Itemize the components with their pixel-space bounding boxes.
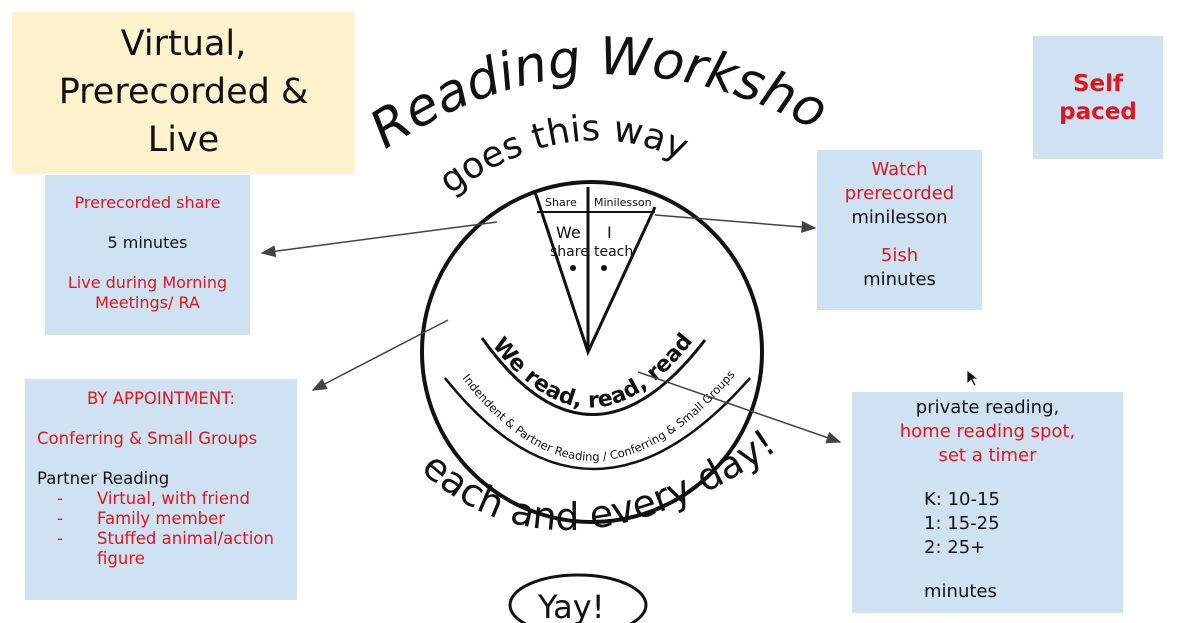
minilesson-note: Watch prerecorded minilesson 5ish minute…	[817, 150, 982, 310]
arrow-minilesson	[654, 214, 817, 233]
list-item: -Virtual, with friend	[57, 489, 250, 508]
partner-reading-label: Partner Reading	[37, 469, 170, 488]
list-item: -Stuffed animal/action figure	[57, 529, 274, 568]
yay-oval	[508, 573, 648, 623]
inner-ring-lower	[444, 377, 751, 471]
share-note: Prerecorded share 5 minutes Live during …	[45, 175, 250, 335]
minilesson-duration: 5ish	[880, 245, 919, 266]
outer-circle	[420, 180, 764, 524]
minilesson-duration-unit: minutes	[863, 269, 936, 290]
bottom-text: each and every day!	[414, 420, 783, 539]
minilesson-line: minilesson	[851, 207, 948, 228]
minilesson-label: Minilesson	[594, 196, 652, 209]
self-paced-line: Self	[1072, 71, 1124, 97]
arrow-appointment	[311, 319, 449, 391]
list-item: -Family member	[57, 509, 226, 528]
grade-level: 2: 25+	[924, 537, 986, 558]
share-live-line: Live during Morning	[67, 273, 228, 292]
dot-right	[601, 265, 607, 271]
dash-marker: -	[57, 529, 63, 548]
dash-marker: -	[57, 509, 63, 528]
appointment-note: BY APPOINTMENT: Conferring & Small Group…	[25, 379, 297, 600]
self-paced-note: Self paced	[1033, 36, 1163, 159]
yay-text: Yay!	[537, 588, 605, 623]
appointment-heading: BY APPOINTMENT:	[86, 389, 236, 408]
grade-level: K: 10-15	[924, 489, 1000, 510]
arrow-share	[260, 221, 498, 258]
dash-marker: -	[57, 489, 63, 508]
wedge-lines	[533, 191, 657, 357]
title-line: Live	[147, 120, 220, 160]
inner-ring	[480, 337, 707, 416]
share-duration: 5 minutes	[107, 233, 188, 252]
share-label: Share	[545, 196, 577, 209]
private-unit: minutes	[924, 581, 997, 602]
private-red-line: set a timer	[938, 445, 1037, 466]
minilesson-red-line: Watch	[871, 159, 928, 180]
private-line: private reading,	[915, 397, 1060, 418]
dot-left	[570, 265, 576, 271]
title-box: Virtual, Prerecorded & Live	[12, 12, 355, 174]
diagram-subtitle: goes this way	[432, 108, 694, 202]
title-line: Prerecorded &	[58, 72, 309, 112]
teach-word: teach	[594, 244, 633, 260]
share-live-line: Meetings/ RA	[95, 293, 200, 312]
share-heading: Prerecorded share	[74, 193, 221, 212]
i-label: I	[607, 223, 612, 242]
partner-list: -Virtual, with friend -Family member -St…	[37, 489, 297, 569]
grade-level: 1: 15-25	[924, 513, 1000, 534]
appointment-subheading: Conferring & Small Groups	[37, 429, 258, 448]
arrow-private	[637, 371, 842, 444]
title-line: Virtual,	[120, 24, 247, 64]
private-reading-note: private reading, home reading spot, set …	[852, 392, 1123, 613]
self-paced-line: paced	[1059, 99, 1137, 125]
private-red-line: home reading spot,	[899, 421, 1076, 442]
cursor-icon	[966, 369, 980, 387]
we-label: We	[556, 223, 581, 242]
share-word: share	[550, 244, 589, 260]
minilesson-red-line: prerecorded	[844, 183, 955, 204]
